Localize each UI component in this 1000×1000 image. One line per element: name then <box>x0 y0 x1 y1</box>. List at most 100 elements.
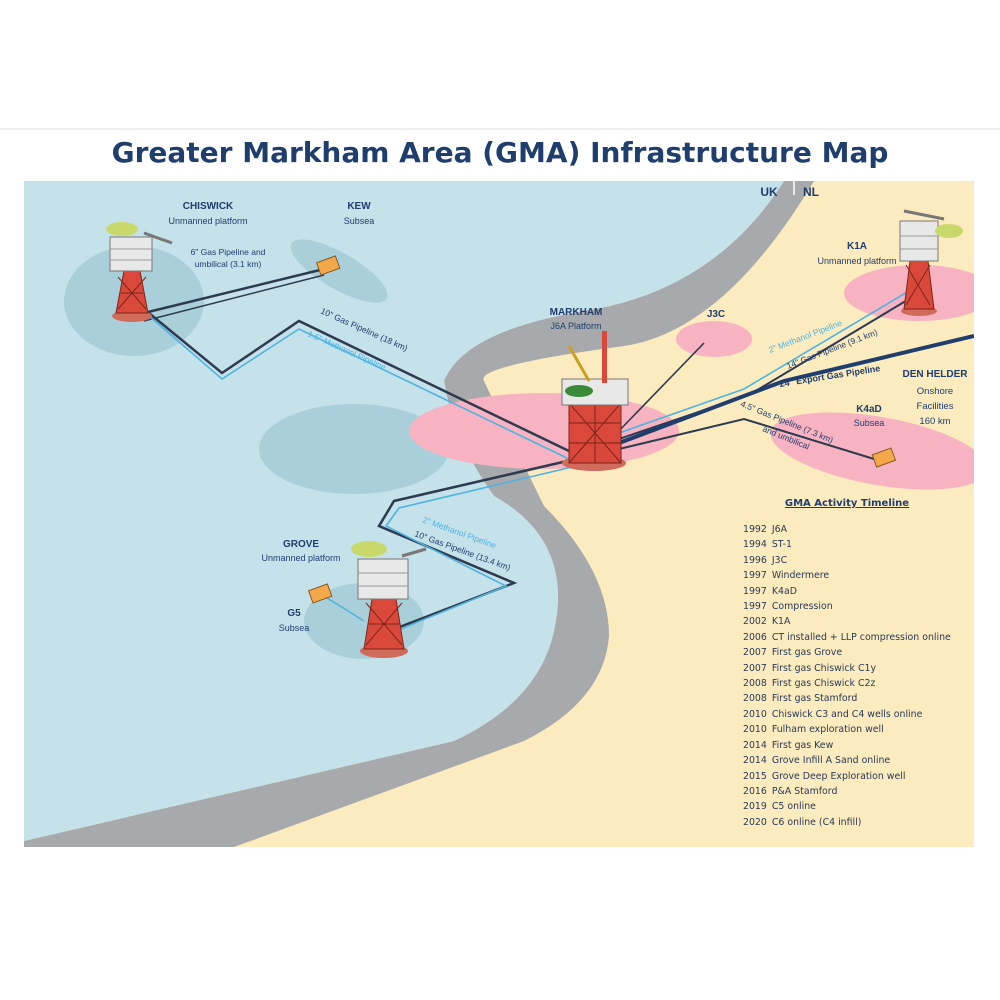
timeline-item: 2014 Grove Infill A Sand online <box>743 753 962 768</box>
timeline-year: 1994 <box>743 539 767 551</box>
timeline-event: Grove Deep Exploration well <box>771 770 906 782</box>
grove-platform-icon[interactable] <box>351 541 427 658</box>
timeline-year: 2016 <box>743 785 767 797</box>
nl-label: NL <box>803 185 819 199</box>
top-divider <box>0 128 1000 130</box>
timeline-item: 2008 First gas Stamford <box>743 691 962 706</box>
markham-shelf <box>259 404 449 494</box>
timeline-year: 2006 <box>743 631 767 643</box>
timeline-year: 2008 <box>743 693 767 705</box>
kew-pipeline <box>143 267 325 315</box>
j3c-pipeline <box>613 342 705 437</box>
g5-pipeline <box>323 595 365 622</box>
timeline-event: Windermere <box>771 570 830 582</box>
timeline-item: 2006 CT installed + LLP compression onlin… <box>743 630 962 645</box>
timeline-year: 2020 <box>743 816 767 828</box>
infrastructure-map: UK NL CHISWICK Unmanned platform KEW Sub… <box>24 181 974 847</box>
kew-subsea-icon[interactable] <box>315 255 341 276</box>
k1a-name: K1A <box>847 241 867 252</box>
timeline-year: 1997 <box>743 570 767 582</box>
export-pipeline <box>618 334 974 445</box>
chiswick-gas-pipeline <box>143 308 570 453</box>
timeline-event: C5 online <box>771 801 816 813</box>
timeline-event: First gas Chiswick C2z <box>771 678 876 690</box>
k4ad-pipeline <box>618 417 875 460</box>
kew-pipeline-inner <box>143 274 325 322</box>
timeline-year: 2002 <box>743 616 767 628</box>
timeline-year: 2010 <box>743 708 767 720</box>
timeline-item: 2016 P&A Stamford <box>743 784 962 799</box>
timeline-item: 2007 First gas Grove <box>743 645 962 660</box>
kew-pipeline-label-1: 6" Gas Pipeline and <box>191 247 266 257</box>
k4ad-field <box>770 412 974 490</box>
kew-pipeline-label-2: umbilical (3.1 km) <box>195 259 262 269</box>
timeline-event: Fulham exploration well <box>771 724 884 736</box>
den-helder-line1: Onshore <box>917 386 953 397</box>
timeline-year: 2007 <box>743 662 767 674</box>
timeline-event: First gas Chiswick C1y <box>771 662 876 674</box>
kew-shelf <box>290 239 388 303</box>
timeline-event: First gas Kew <box>771 739 834 751</box>
kew-name: KEW <box>347 201 371 212</box>
timeline-item: 2007 First gas Chiswick C1y <box>743 661 962 676</box>
k1a-methanol-pipeline <box>618 290 910 434</box>
sea-area <box>24 181 784 841</box>
j3c-name: J3C <box>707 309 725 320</box>
timeline-year: 1997 <box>743 601 767 613</box>
g5-subsea-icon[interactable] <box>307 583 333 604</box>
timeline-title: GMA Activity Timeline <box>784 498 910 509</box>
timeline-item: 2008 First gas Chiswick C2z <box>743 676 962 691</box>
timeline-item: 2014 First gas Kew <box>743 738 962 753</box>
timeline-item: 1997 Windermere <box>743 568 962 583</box>
den-helder-name: DEN HELDER <box>902 369 968 380</box>
k1a-type: Unmanned platform <box>817 256 896 266</box>
timeline-year: 2014 <box>743 755 767 767</box>
timeline-event: First gas Grove <box>771 647 843 659</box>
timeline-event: Compression <box>771 601 833 613</box>
g5-name: G5 <box>287 608 301 619</box>
k4ad-subsea-icon[interactable] <box>871 447 897 468</box>
grove-methanol-pipeline <box>375 462 590 640</box>
k1a-platform-icon[interactable] <box>899 209 963 316</box>
timeline-event: K4aD <box>771 585 797 597</box>
timeline-year: 2015 <box>743 770 767 782</box>
markham-type: J6A Platform <box>550 321 601 331</box>
timeline-event: First gas Stamford <box>771 693 858 705</box>
grove-type: Unmanned platform <box>261 553 340 563</box>
timeline-event: P&A Stamford <box>771 785 838 797</box>
timeline-year: 1996 <box>743 554 767 566</box>
shelf-edge <box>24 181 814 847</box>
timeline-year: 2007 <box>743 647 767 659</box>
timeline-event: C6 online (C4 infill) <box>771 816 862 828</box>
timeline-item: 1996 J3C <box>743 553 962 568</box>
markham-field <box>409 393 679 469</box>
chiswick-methanol-pipeline <box>147 314 570 460</box>
g5-type: Subsea <box>279 623 310 633</box>
timeline-year: 2008 <box>743 678 767 690</box>
chiswick-platform-icon[interactable] <box>106 222 173 322</box>
kew-type: Subsea <box>344 216 375 226</box>
timeline-event: J3C <box>771 554 788 566</box>
timeline-item: 1994 ST-1 <box>743 537 962 552</box>
k4ad-name: K4aD <box>856 404 882 415</box>
timeline-year: 2010 <box>743 724 767 736</box>
k4ad-type: Subsea <box>854 418 885 428</box>
timeline-event: CT installed + LLP compression online <box>771 631 951 643</box>
timeline-item: 2015 Grove Deep Exploration well <box>743 769 962 784</box>
timeline-year: 1992 <box>743 524 767 535</box>
timeline-event: ST-1 <box>771 539 793 551</box>
j3c-field <box>676 321 752 357</box>
chiswick-name: CHISWICK <box>183 201 234 212</box>
timeline-item: 2020 C6 online (C4 infill) <box>743 815 962 830</box>
uk-label: UK <box>760 185 778 199</box>
page-title: Greater Markham Area (GMA) Infrastructur… <box>111 136 889 169</box>
markham-platform-icon[interactable] <box>561 331 629 471</box>
grove-name: GROVE <box>283 539 319 550</box>
timeline-year: 2014 <box>743 739 767 751</box>
timeline-event: Grove Infill A Sand online <box>771 755 891 767</box>
